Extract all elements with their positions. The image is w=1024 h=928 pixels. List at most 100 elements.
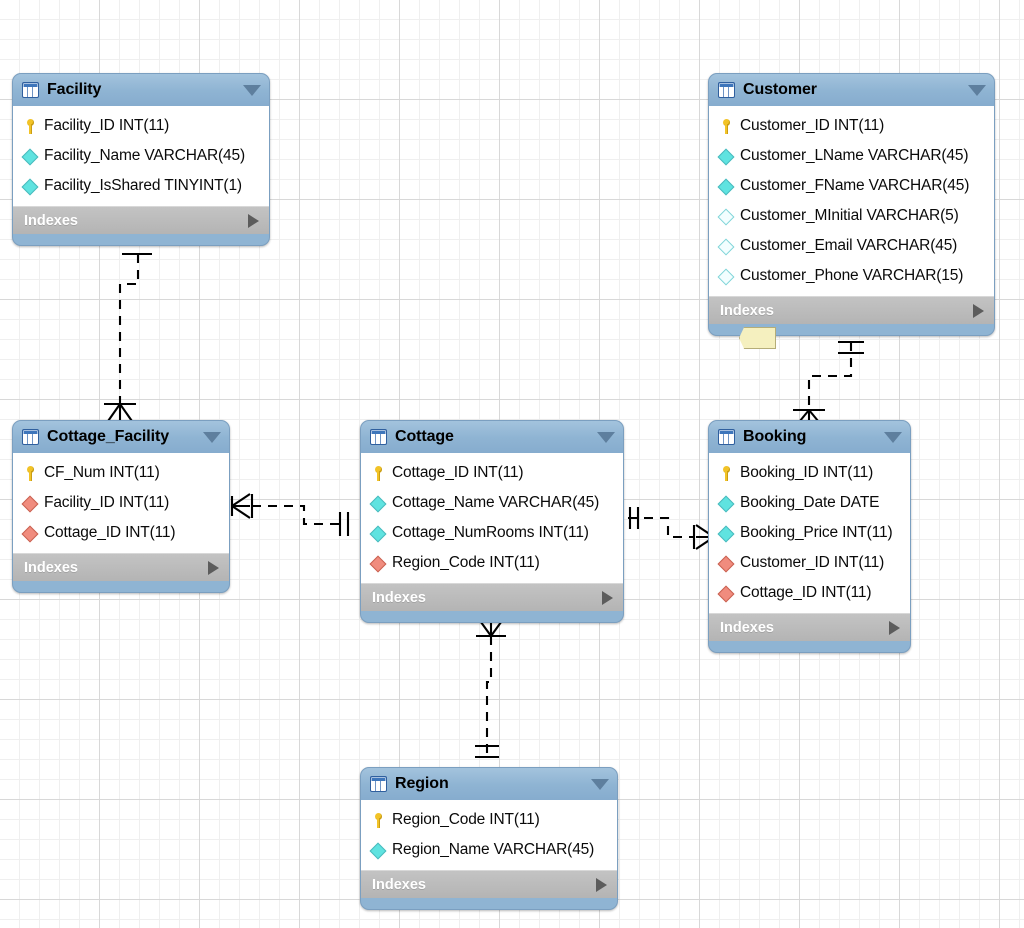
key-icon bbox=[371, 465, 386, 481]
table-cottage-facility[interactable]: Cottage_Facility CF_Num INT(11) Facility… bbox=[12, 420, 230, 593]
table-header-booking[interactable]: Booking bbox=[709, 421, 910, 453]
table-facility[interactable]: Facility Facility_ID INT(11) Facility_Na… bbox=[12, 73, 270, 246]
chevron-down-icon[interactable] bbox=[968, 84, 986, 96]
table-columns-cottage: Cottage_ID INT(11) Cottage_Name VARCHAR(… bbox=[361, 453, 623, 583]
table-header-facility[interactable]: Facility bbox=[13, 74, 269, 106]
column-label: Booking_Date DATE bbox=[740, 494, 880, 511]
column-row[interactable]: Region_Code INT(11) bbox=[361, 805, 617, 835]
table-header-cottage-facility[interactable]: Cottage_Facility bbox=[13, 421, 229, 453]
indexes-row[interactable]: Indexes bbox=[361, 583, 623, 611]
key-icon bbox=[719, 465, 734, 481]
table-columns-facility: Facility_ID INT(11) Facility_Name VARCHA… bbox=[13, 106, 269, 206]
table-icon bbox=[370, 776, 387, 792]
indexes-label: Indexes bbox=[372, 589, 426, 606]
table-header-customer[interactable]: Customer bbox=[709, 74, 994, 106]
table-booking[interactable]: Booking Booking_ID INT(11) Booking_Date … bbox=[708, 420, 911, 653]
column-row[interactable]: Customer_MInitial VARCHAR(5) bbox=[709, 201, 994, 231]
triangle-right-icon[interactable] bbox=[208, 560, 219, 575]
column-row[interactable]: Customer_Email VARCHAR(45) bbox=[709, 231, 994, 261]
indexes-row[interactable]: Indexes bbox=[13, 206, 269, 234]
chevron-down-icon[interactable] bbox=[243, 84, 261, 96]
table-region[interactable]: Region Region_Code INT(11) Region_Name V… bbox=[360, 767, 618, 910]
chevron-down-icon[interactable] bbox=[203, 431, 221, 443]
indexes-label: Indexes bbox=[720, 619, 774, 636]
column-row[interactable]: Cottage_ID INT(11) bbox=[13, 518, 229, 548]
filled-diamond-icon bbox=[719, 149, 734, 164]
column-row[interactable]: Customer_ID INT(11) bbox=[709, 548, 910, 578]
column-label: Facility_IsShared TINYINT(1) bbox=[44, 177, 242, 194]
table-title: Booking bbox=[743, 428, 807, 445]
column-row[interactable]: Booking_ID INT(11) bbox=[709, 458, 910, 488]
table-columns-customer: Customer_ID INT(11) Customer_LName VARCH… bbox=[709, 106, 994, 296]
relationship-customer-booking[interactable] bbox=[780, 332, 890, 428]
column-label: Customer_ID INT(11) bbox=[740, 554, 885, 571]
filled-diamond-icon bbox=[371, 526, 386, 541]
table-columns-region: Region_Code INT(11) Region_Name VARCHAR(… bbox=[361, 800, 617, 870]
table-header-cottage[interactable]: Cottage bbox=[361, 421, 623, 453]
table-title: Region bbox=[395, 775, 449, 792]
indexes-row[interactable]: Indexes bbox=[13, 553, 229, 581]
column-label: Booking_ID INT(11) bbox=[740, 464, 874, 481]
column-label: Customer_Email VARCHAR(45) bbox=[740, 237, 958, 254]
column-row[interactable]: Facility_ID INT(11) bbox=[13, 111, 269, 141]
column-row[interactable]: CF_Num INT(11) bbox=[13, 458, 229, 488]
column-row[interactable]: Customer_Phone VARCHAR(15) bbox=[709, 261, 994, 291]
column-row[interactable]: Customer_ID INT(11) bbox=[709, 111, 994, 141]
column-label: Region_Code INT(11) bbox=[392, 554, 540, 571]
table-customer[interactable]: Customer Customer_ID INT(11) Customer_LN… bbox=[708, 73, 995, 336]
filled-diamond-icon bbox=[719, 179, 734, 194]
column-row[interactable]: Region_Code INT(11) bbox=[361, 548, 623, 578]
indexes-row[interactable]: Indexes bbox=[709, 296, 994, 324]
hollow-diamond-icon bbox=[719, 269, 734, 284]
customer-note-tag[interactable] bbox=[739, 327, 776, 349]
relationship-cottage-region[interactable] bbox=[460, 612, 540, 770]
column-label: Region_Name VARCHAR(45) bbox=[392, 841, 595, 858]
indexes-row[interactable]: Indexes bbox=[361, 870, 617, 898]
column-label: Customer_LName VARCHAR(45) bbox=[740, 147, 969, 164]
table-icon bbox=[370, 429, 387, 445]
chevron-down-icon[interactable] bbox=[884, 431, 902, 443]
relationship-cottage-booking[interactable] bbox=[622, 495, 722, 550]
column-row[interactable]: Facility_ID INT(11) bbox=[13, 488, 229, 518]
column-row[interactable]: Facility_Name VARCHAR(45) bbox=[13, 141, 269, 171]
table-columns-booking: Booking_ID INT(11) Booking_Date DATE Boo… bbox=[709, 453, 910, 613]
relationship-cottage-facility-cottage[interactable] bbox=[228, 482, 368, 537]
chevron-down-icon[interactable] bbox=[597, 431, 615, 443]
column-row[interactable]: Cottage_Name VARCHAR(45) bbox=[361, 488, 623, 518]
column-row[interactable]: Customer_LName VARCHAR(45) bbox=[709, 141, 994, 171]
indexes-label: Indexes bbox=[24, 559, 78, 576]
triangle-right-icon[interactable] bbox=[889, 620, 900, 635]
table-icon bbox=[22, 429, 39, 445]
table-icon bbox=[718, 429, 735, 445]
column-row[interactable]: Region_Name VARCHAR(45) bbox=[361, 835, 617, 865]
column-label: Facility_Name VARCHAR(45) bbox=[44, 147, 245, 164]
column-row[interactable]: Cottage_ID INT(11) bbox=[709, 578, 910, 608]
key-icon bbox=[719, 118, 734, 134]
column-label: Cottage_ID INT(11) bbox=[740, 584, 872, 601]
column-row[interactable]: Facility_IsShared TINYINT(1) bbox=[13, 171, 269, 201]
triangle-right-icon[interactable] bbox=[248, 213, 259, 228]
relationship-facility-cottage-facility[interactable] bbox=[90, 236, 210, 426]
column-row[interactable]: Cottage_ID INT(11) bbox=[361, 458, 623, 488]
indexes-row[interactable]: Indexes bbox=[709, 613, 910, 641]
column-row[interactable]: Booking_Price INT(11) bbox=[709, 518, 910, 548]
red-diamond-icon bbox=[23, 526, 38, 541]
column-label: Region_Code INT(11) bbox=[392, 811, 540, 828]
chevron-down-icon[interactable] bbox=[591, 778, 609, 790]
column-row[interactable]: Customer_FName VARCHAR(45) bbox=[709, 171, 994, 201]
triangle-right-icon[interactable] bbox=[973, 303, 984, 318]
triangle-right-icon[interactable] bbox=[596, 877, 607, 892]
column-label: Cottage_Name VARCHAR(45) bbox=[392, 494, 600, 511]
triangle-right-icon[interactable] bbox=[602, 590, 613, 605]
table-cottage[interactable]: Cottage Cottage_ID INT(11) Cottage_Name … bbox=[360, 420, 624, 623]
column-row[interactable]: Cottage_NumRooms INT(11) bbox=[361, 518, 623, 548]
column-label: Cottage_NumRooms INT(11) bbox=[392, 524, 589, 541]
filled-diamond-icon bbox=[371, 496, 386, 511]
indexes-label: Indexes bbox=[720, 302, 774, 319]
table-icon bbox=[718, 82, 735, 98]
column-row[interactable]: Booking_Date DATE bbox=[709, 488, 910, 518]
indexes-label: Indexes bbox=[24, 212, 78, 229]
column-label: Customer_Phone VARCHAR(15) bbox=[740, 267, 964, 284]
table-header-region[interactable]: Region bbox=[361, 768, 617, 800]
